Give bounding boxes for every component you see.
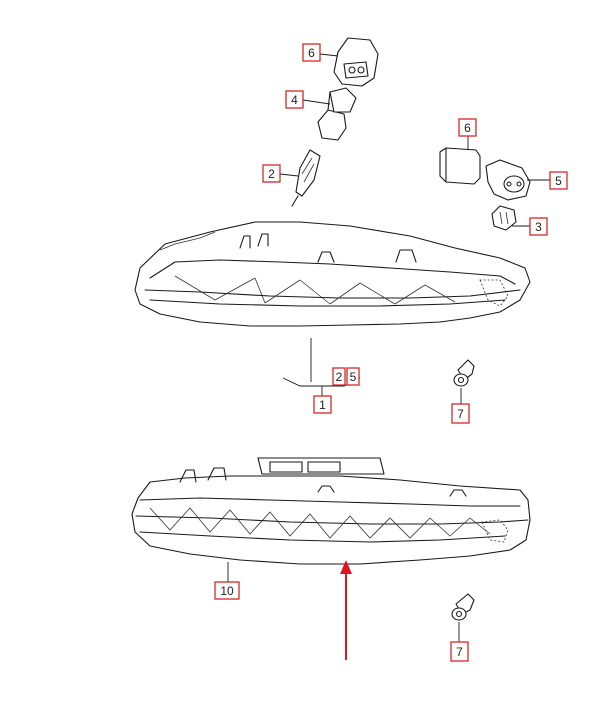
callout-6-right: 6 <box>458 118 477 137</box>
svg-text:6: 6 <box>308 46 315 60</box>
socket-5 <box>485 159 531 201</box>
indicator-arrow <box>340 560 352 660</box>
upper-lamp-housing <box>134 221 531 327</box>
callout-2-5: 2 5 <box>332 367 360 386</box>
svg-text:2: 2 <box>268 167 275 181</box>
bulb-2 <box>291 149 321 207</box>
callout-6-top: 6 <box>302 43 321 62</box>
callout-7-upper: 7 <box>451 403 470 424</box>
callout-3: 3 <box>529 217 548 236</box>
callout-2: 2 <box>262 164 281 183</box>
svg-text:6: 6 <box>464 121 471 135</box>
svg-text:7: 7 <box>457 407 464 421</box>
callout-5: 5 <box>549 171 568 190</box>
bulb-3 <box>491 205 517 231</box>
svg-text:5: 5 <box>555 174 562 188</box>
screw-7-upper <box>453 359 475 387</box>
svg-text:4: 4 <box>291 93 298 107</box>
socket-4 <box>317 87 357 141</box>
callout-10: 10 <box>214 581 240 600</box>
svg-text:1: 1 <box>319 398 326 412</box>
connector-6-right <box>439 147 481 185</box>
callout-4: 4 <box>285 90 304 109</box>
screw-7-lower <box>451 593 475 621</box>
callout-7-lower: 7 <box>450 641 469 662</box>
svg-text:3: 3 <box>535 220 542 234</box>
svg-text:5: 5 <box>350 370 357 384</box>
svg-text:7: 7 <box>456 645 463 659</box>
callout-1: 1 <box>313 395 332 414</box>
connector-6-top <box>333 37 379 87</box>
svg-text:10: 10 <box>220 584 234 598</box>
lower-lamp-housing <box>131 457 531 565</box>
svg-text:2: 2 <box>336 370 343 384</box>
